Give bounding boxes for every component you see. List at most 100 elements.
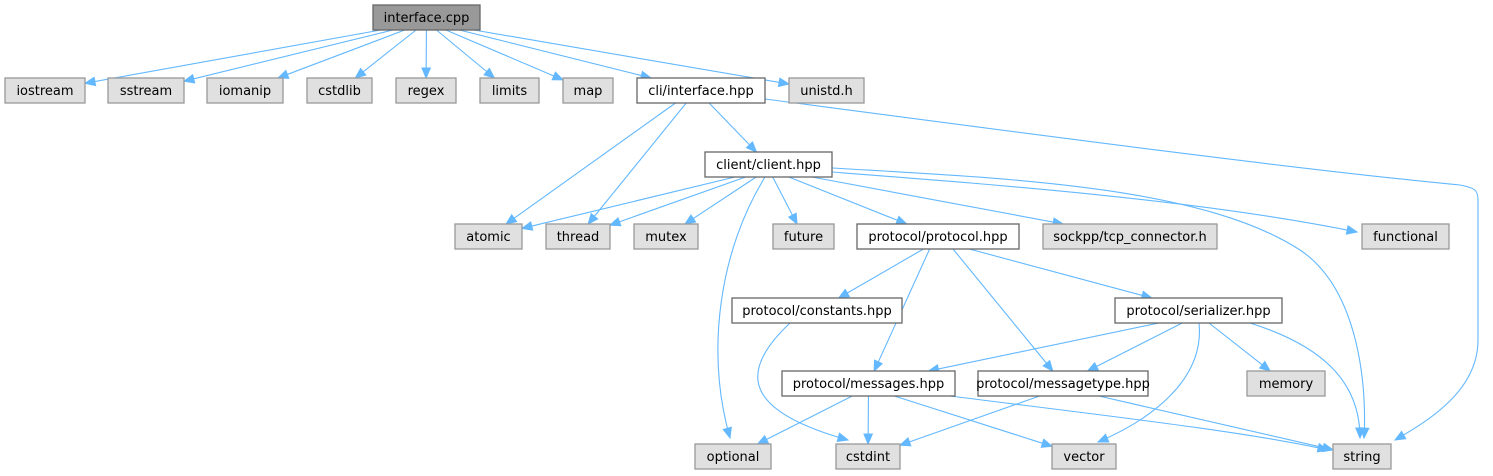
edge-client_client_hpp-to-thread <box>608 176 746 227</box>
node-sstream: sstream <box>107 77 185 104</box>
edge-line <box>192 29 393 80</box>
edge-client_client_hpp-to-functional <box>831 171 1359 235</box>
edge-interface_cpp-to-map <box>445 29 565 81</box>
node-limits: limits <box>479 77 540 104</box>
edge-line <box>952 248 1048 365</box>
node-protocol-serializer-hpp[interactable]: protocol/serializer.hpp <box>1114 297 1283 324</box>
node-label: protocol/protocol.hpp <box>868 230 1007 245</box>
edge-protocol_serializer_hpp-to-string <box>1249 322 1365 440</box>
node-label: string <box>1343 450 1380 465</box>
node-protocol-messagetype-hpp[interactable]: protocol/messagetype.hpp <box>976 370 1150 397</box>
arrowhead-icon <box>1096 433 1110 443</box>
node-label: client/client.hpp <box>716 158 821 173</box>
arrowhead-icon <box>276 69 290 79</box>
edge-client_client_hpp-to-future <box>772 176 798 226</box>
arrowhead-icon <box>1321 442 1335 453</box>
edge-line <box>908 395 1040 443</box>
edge-cli_interface_hpp-to-client_client_hpp <box>708 102 758 153</box>
node-box <box>977 370 1149 397</box>
edge-line <box>764 98 1479 441</box>
node-client-client-hpp[interactable]: client/client.hpp <box>704 151 833 178</box>
edge-protocol_protocol_hpp-to-protocol_constants_hpp <box>837 248 924 299</box>
edge-interface_cpp-to-regex <box>421 29 432 80</box>
node-regex: regex <box>395 77 457 104</box>
edge-line <box>1097 322 1200 443</box>
node-label: vector <box>1063 450 1105 465</box>
node-box <box>1361 223 1450 250</box>
node-sockpp-tcp-connector-h: sockpp/tcp_connector.h <box>1042 223 1218 250</box>
edge-client_client_hpp-to-string <box>831 167 1370 440</box>
edge-line <box>362 29 417 73</box>
node-iostream: iostream <box>4 77 86 104</box>
arrowhead-icon <box>520 221 534 231</box>
node-box <box>1114 297 1283 324</box>
node-protocol-protocol-hpp[interactable]: protocol/protocol.hpp <box>856 223 1020 250</box>
nodes-layer: interface.cpp iostream sstream iomanip cstdl… <box>4 4 1450 470</box>
arrowhead-icon <box>756 434 770 445</box>
node-future: future <box>772 223 835 250</box>
edge-line <box>772 176 794 217</box>
node-atomic: atomic <box>454 223 523 250</box>
node-box <box>694 443 772 470</box>
node-box <box>1332 443 1392 470</box>
node-box <box>788 77 865 104</box>
node-label: limits <box>492 84 528 99</box>
node-label: protocol/constants.hpp <box>742 304 892 319</box>
arrowhead-icon <box>1345 225 1359 235</box>
node-label: sockpp/tcp_connector.h <box>1053 230 1207 245</box>
node-functional: functional <box>1361 223 1450 250</box>
node-box <box>856 223 1020 250</box>
edge-line <box>877 248 931 364</box>
node-label: protocol/messagetype.hpp <box>976 377 1150 392</box>
edge-line <box>473 29 781 84</box>
edge-interface_cpp-to-iostream <box>83 29 381 87</box>
edge-line <box>445 29 555 77</box>
node-box <box>636 77 766 104</box>
node-label: mutex <box>645 230 687 245</box>
arrowhead-icon <box>182 73 196 84</box>
edge-protocol_messagetype_hpp-to-cstdint <box>898 395 1040 447</box>
node-label: interface.cpp <box>384 11 470 26</box>
edge-line <box>757 322 849 441</box>
edge-line <box>436 29 488 73</box>
arrowhead-icon <box>83 76 97 87</box>
node-label: thread <box>557 230 600 245</box>
edge-client_client_hpp-to-protocol_protocol_hpp <box>788 176 908 225</box>
edge-line <box>459 29 643 77</box>
arrowhead-icon <box>483 67 496 79</box>
edge-cli_interface_hpp-to-string <box>764 98 1479 441</box>
node-interface-cpp[interactable]: interface.cpp <box>372 4 481 31</box>
arrowhead-icon <box>1086 361 1100 372</box>
node-label: future <box>784 230 823 245</box>
edge-line <box>969 248 1144 297</box>
edge-protocol_messages_hpp-to-cstdint <box>863 395 874 446</box>
node-box <box>107 77 185 104</box>
edge-line <box>286 29 405 76</box>
node-protocol-constants-hpp[interactable]: protocol/constants.hpp <box>731 297 903 324</box>
node-box <box>306 77 373 104</box>
node-cstdlib: cstdlib <box>306 77 373 104</box>
edge-line <box>618 176 746 223</box>
edge-interface_cpp-to-sstream <box>182 29 393 84</box>
arrowhead-icon <box>1393 430 1407 441</box>
node-label: protocol/serializer.hpp <box>1126 304 1270 319</box>
edge-line <box>692 176 757 220</box>
edge-line <box>811 176 1055 223</box>
edge-cli_interface_hpp-to-atomic <box>504 102 676 225</box>
edge-cli_interface_hpp-to-thread <box>587 102 687 226</box>
edge-line <box>708 102 751 146</box>
edge-line <box>846 248 924 294</box>
node-label: iomanip <box>219 84 271 99</box>
edge-line <box>593 102 687 218</box>
edge-protocol_messages_hpp-to-vector <box>894 395 1054 448</box>
node-box <box>4 77 86 104</box>
node-protocol-messages-hpp[interactable]: protocol/messages.hpp <box>781 370 956 397</box>
node-box <box>781 370 956 397</box>
edge-line <box>765 395 853 441</box>
edge-interface_cpp-to-unistd_h <box>473 29 791 88</box>
node-map: map <box>562 77 614 104</box>
edge-line <box>1098 395 1325 449</box>
edge-interface_cpp-to-limits <box>436 29 496 79</box>
node-cli-interface-hpp[interactable]: cli/interface.hpp <box>636 77 766 104</box>
node-box <box>562 77 614 104</box>
